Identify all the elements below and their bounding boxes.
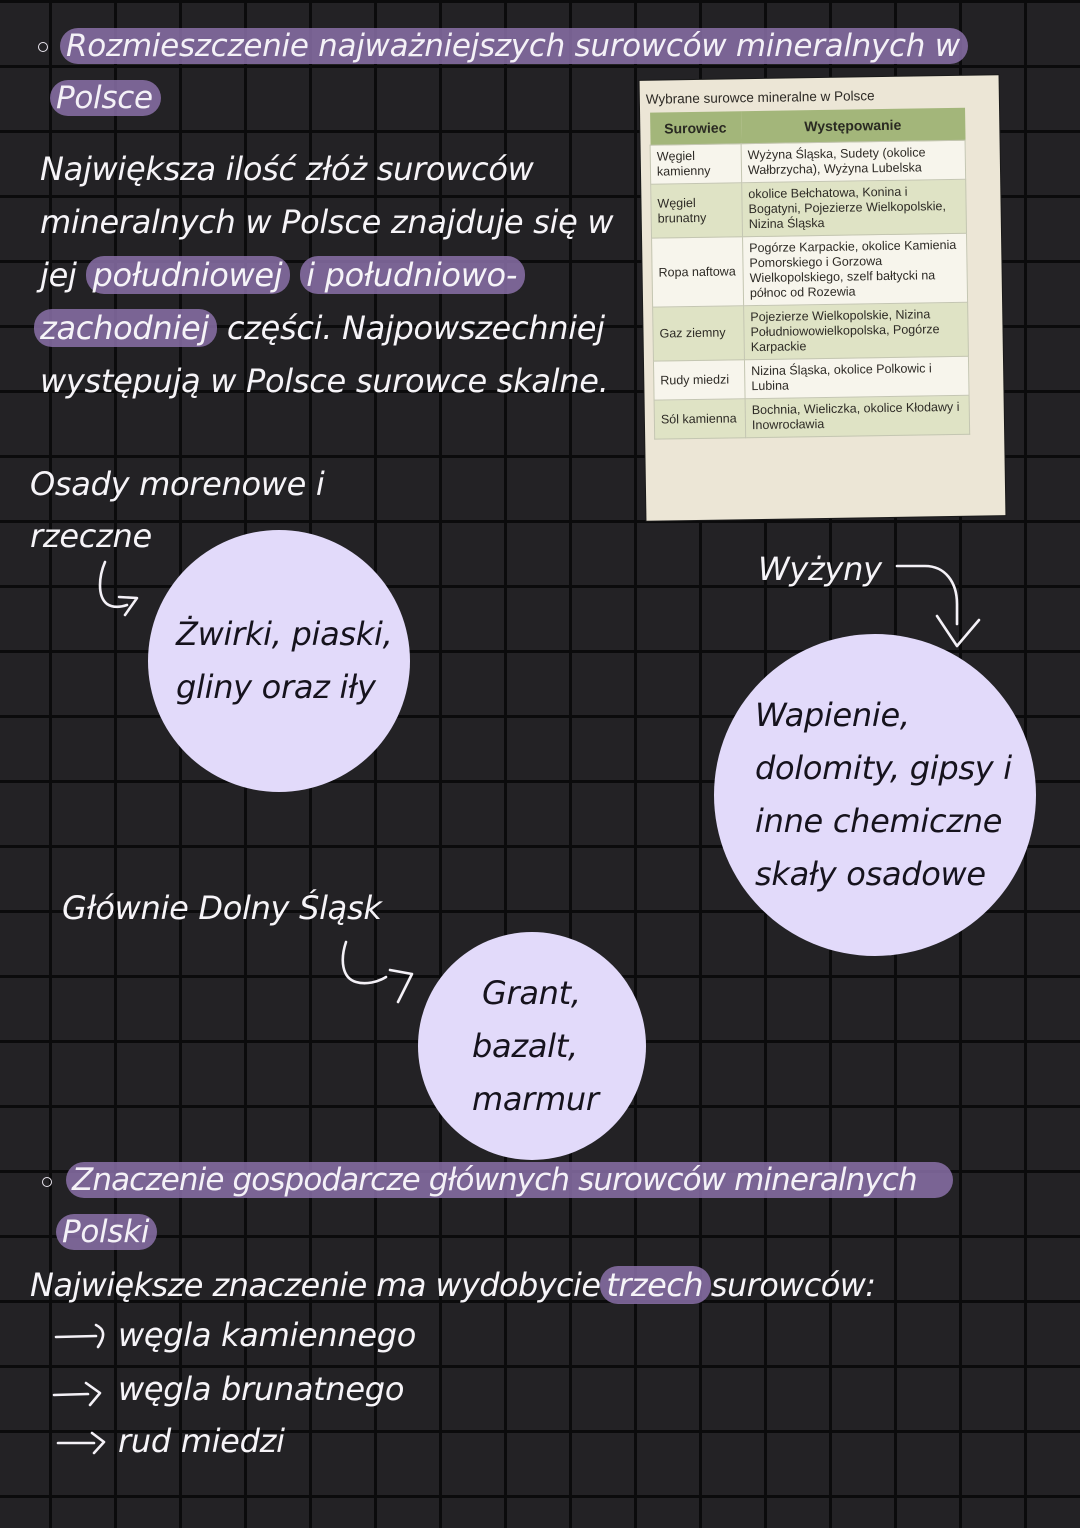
section1-heading-line1: Rozmieszczenie najważniejszych surowców …: [60, 20, 968, 72]
table-header-row: Surowiec Występowanie: [649, 107, 966, 146]
label-wyzyny: Wyżyny: [758, 550, 882, 588]
table-row: Węgiel kamienny Wyżyna Śląska, Sudety (o…: [650, 140, 966, 185]
bullet-icon: [38, 42, 48, 52]
table-photo: Wybrane surowce mineralne w Polsce Surow…: [639, 75, 1006, 521]
list-item: węgla kamiennego: [54, 1316, 416, 1354]
arrow-right-icon: [52, 1381, 102, 1407]
list-item: rud miedzi: [56, 1422, 285, 1460]
arrow-right-icon: [54, 1323, 105, 1349]
circle-dolny-slask: Grant, bazalt, marmur: [418, 932, 646, 1160]
section1-paragraph: Największa ilość złóż surowców mineralny…: [34, 143, 640, 408]
table-row: Ropa naftowa Pogórze Karpackie, okolice …: [651, 233, 968, 308]
label-osady-morenowe: Osady morenowe i rzeczne: [30, 465, 325, 555]
table-header-surowiec: Surowiec: [649, 111, 742, 146]
table-row: Węgiel brunatny okolice Bełchatowa, Koni…: [650, 179, 967, 239]
label-dolny-slask: Głównie Dolny Śląsk: [62, 889, 382, 927]
curved-arrow-down-icon: [895, 560, 985, 659]
bullet-icon: [42, 1177, 52, 1187]
table-row: Gaz ziemny Pojezierze Wielkopolskie, Niz…: [652, 302, 969, 362]
highlight-trzech: trzech: [600, 1266, 711, 1304]
circle-wyzyny: Wapienie, dolomity, gipsy i inne chemicz…: [714, 634, 1036, 956]
highlight-zachodniej: zachodniej: [34, 309, 217, 347]
table-title: Wybrane surowce mineralne w Polsce: [645, 88, 875, 107]
highlight-poludniowo: i południowo-: [300, 256, 526, 294]
curved-arrow-icon: [95, 560, 155, 624]
list-item: węgla brunatnego: [52, 1370, 404, 1408]
arrow-right-icon: [56, 1431, 106, 1455]
table-row: Sól kamienna Bochnia, Wieliczka, okolice…: [654, 395, 970, 440]
section1-heading-line2: Polsce: [50, 72, 161, 124]
minerals-table: Surowiec Występowanie Węgiel kamienny Wy…: [649, 107, 970, 440]
circle-osady: Żwirki, piaski, gliny oraz iły: [148, 530, 410, 792]
table-header-wystepowanie: Występowanie: [740, 107, 966, 144]
section2-heading-line1: Znaczenie gospodarcze głównych surowców …: [66, 1154, 953, 1206]
section2-heading-line2: Polski: [56, 1206, 158, 1258]
highlight-poludniowej: południowej: [86, 256, 291, 294]
table-row: Rudy miedzi Nizina Śląska, okolice Polko…: [653, 356, 970, 401]
curved-arrow-icon: [338, 940, 418, 1014]
